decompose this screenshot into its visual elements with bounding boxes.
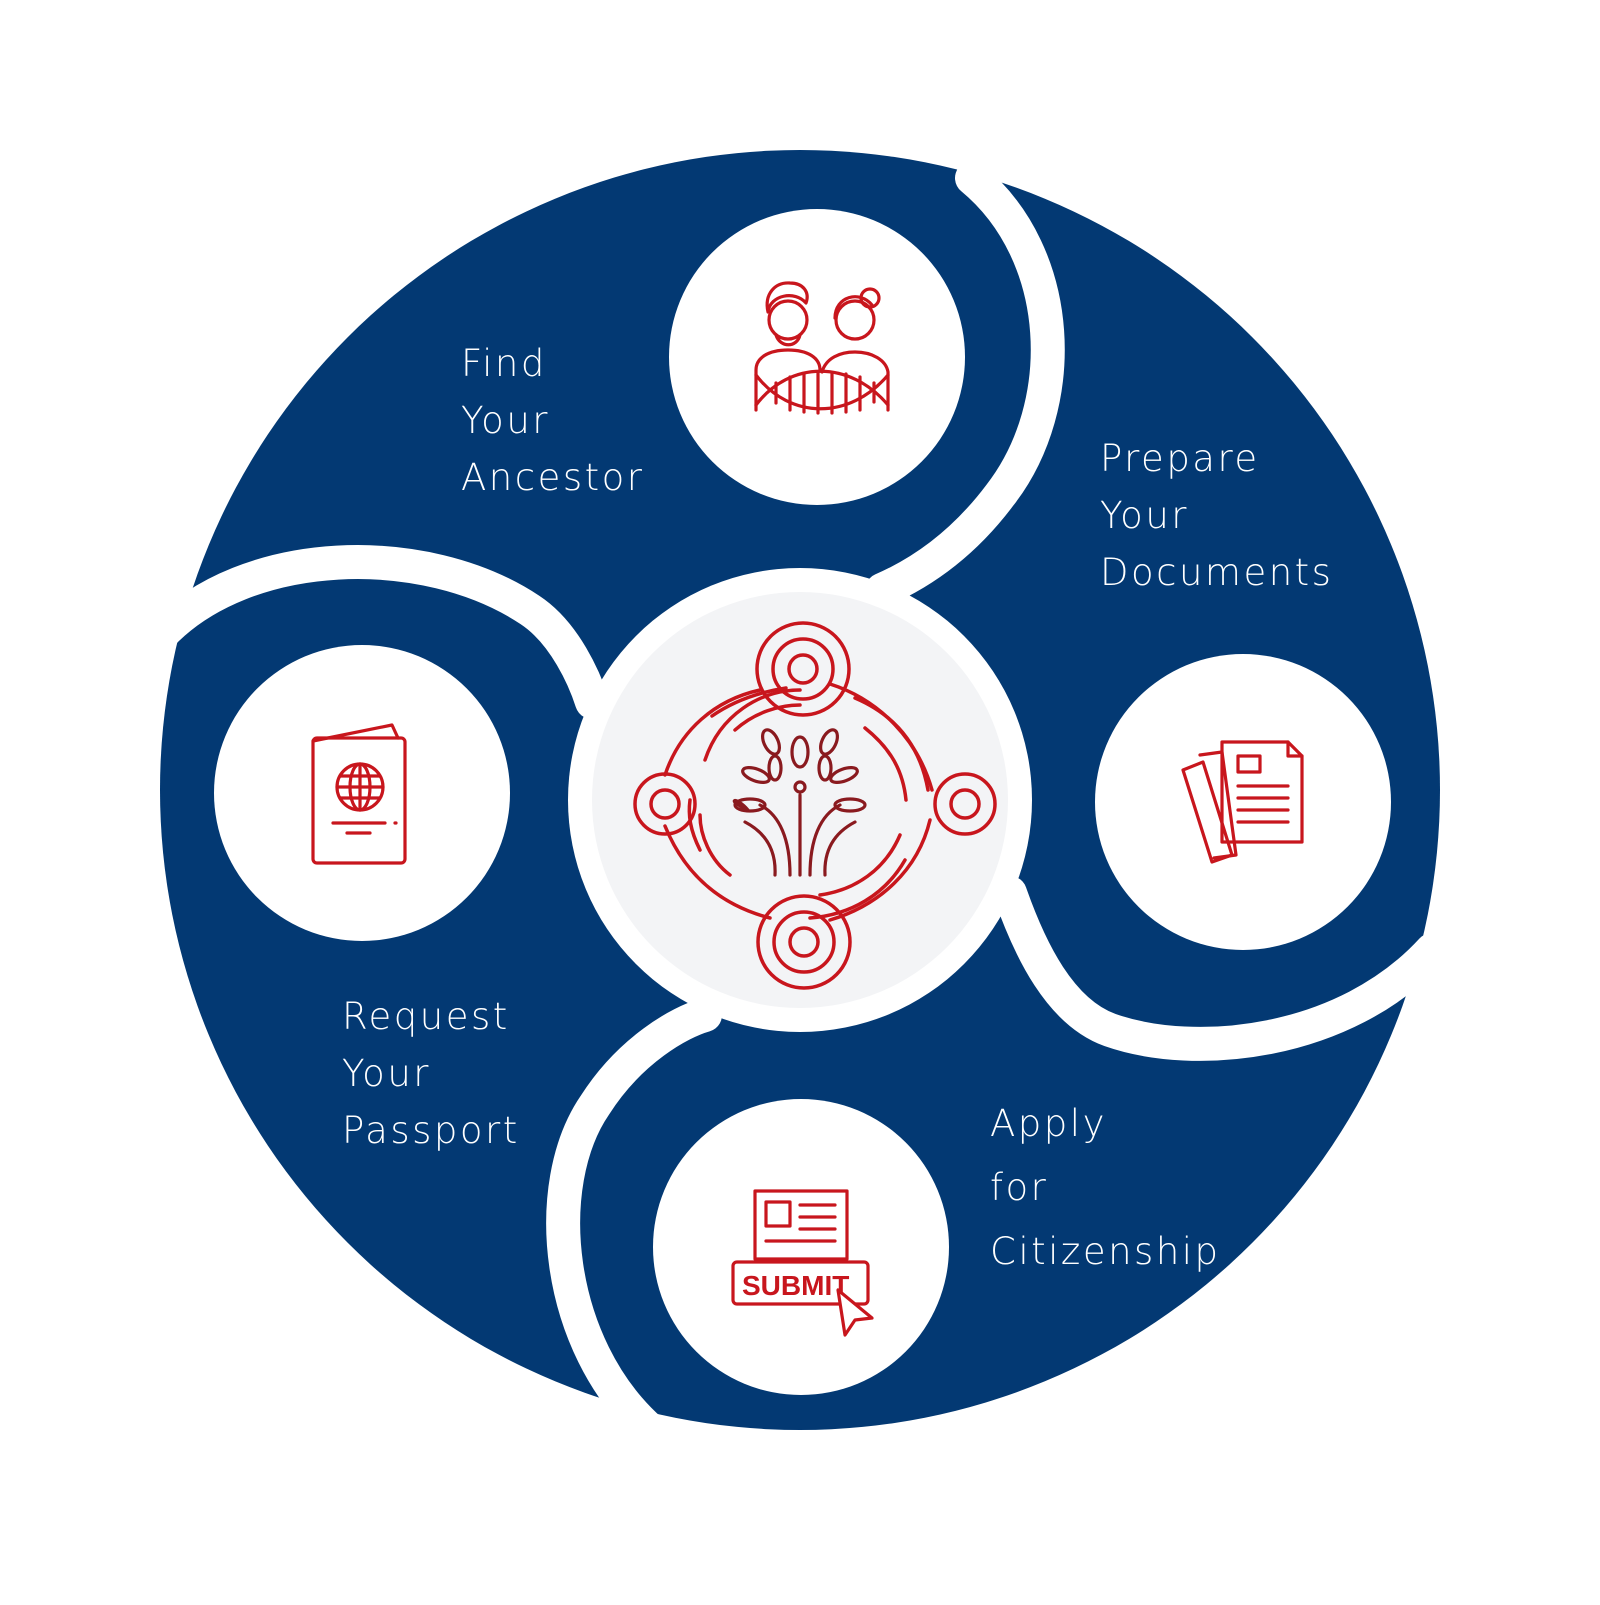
separator-left bbox=[143, 545, 609, 719]
documents-icon bbox=[1181, 740, 1304, 864]
step-label-line: Your bbox=[1100, 494, 1189, 537]
step-label-line: Citizenship bbox=[990, 1230, 1221, 1273]
step-label-line: Your bbox=[461, 399, 550, 442]
step-circle-request-passport bbox=[214, 645, 510, 941]
step-circle-find-ancestor bbox=[669, 209, 965, 505]
step-label-line: Find bbox=[461, 342, 547, 385]
ancestors-dna-icon bbox=[754, 281, 890, 415]
tree-of-life-emblem-icon bbox=[633, 621, 997, 990]
step-circle-apply bbox=[653, 1099, 949, 1395]
step-label-line: for bbox=[990, 1166, 1049, 1209]
separator-top bbox=[865, 161, 1065, 607]
step-label-line: Prepare bbox=[1100, 437, 1260, 480]
step-label-request-passport: Request Your Passport bbox=[342, 988, 520, 1159]
step-label-line: Your bbox=[342, 1052, 431, 1095]
step-label-prepare-docs: Prepare Your Documents bbox=[1100, 430, 1333, 601]
submit-text: SUBMIT bbox=[742, 1270, 849, 1301]
step-label-line: Ancestor bbox=[461, 456, 645, 499]
separator-right bbox=[993, 876, 1449, 1061]
separator-bottom bbox=[546, 998, 722, 1447]
passport-icon bbox=[311, 723, 407, 865]
step-label-find-ancestor: Find Your Ancestor bbox=[461, 335, 645, 506]
step-label-line: Passport bbox=[342, 1109, 520, 1152]
submit-form-icon: SUBMIT bbox=[731, 1189, 874, 1337]
step-label-line: Apply bbox=[990, 1102, 1107, 1145]
step-circle-prepare-docs bbox=[1095, 654, 1391, 950]
step-label-apply: Apply for Citizenship bbox=[990, 1092, 1221, 1284]
step-label-line: Request bbox=[342, 995, 510, 1038]
step-label-line: Documents bbox=[1100, 551, 1334, 594]
